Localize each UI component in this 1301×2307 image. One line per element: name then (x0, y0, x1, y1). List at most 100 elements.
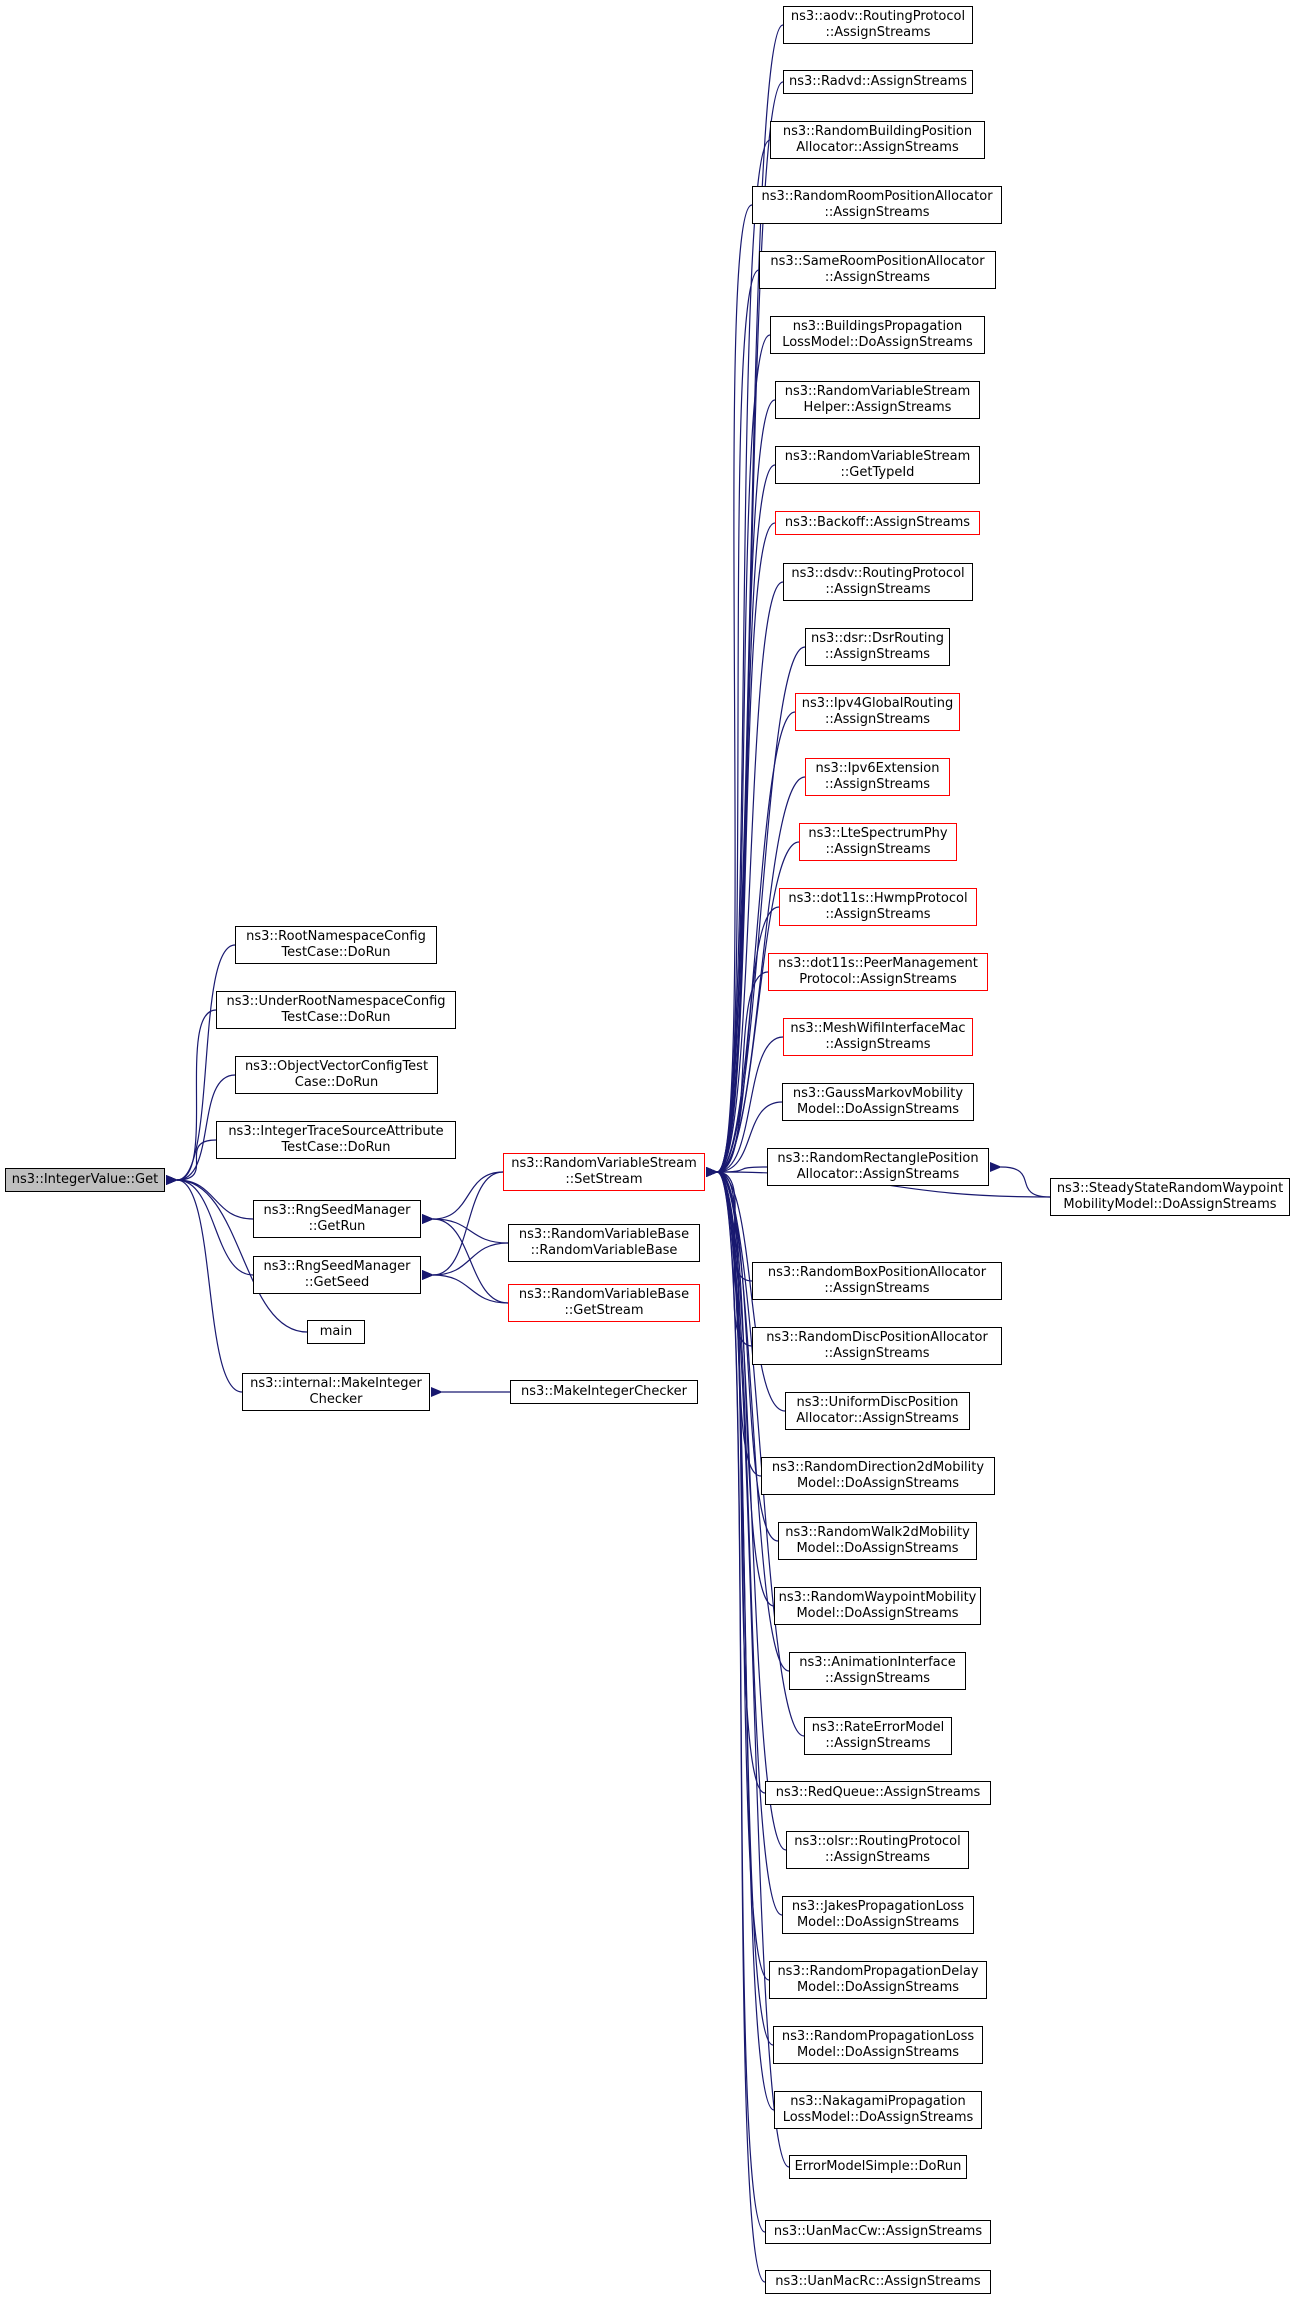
uniform-disc-position-allocator-assign-streams[interactable]: ns3::UniformDiscPosition Allocator::Assi… (785, 1392, 970, 1430)
edge-ipv4-global-routing-assign-streams-to-random-variable-stream-set-stream (705, 711, 796, 1178)
root-namespace-config-test-case-do-run[interactable]: ns3::RootNamespaceConfig TestCase::DoRun (235, 926, 437, 964)
node-label: ns3::RandomWaypointMobility Model::DoAss… (778, 1590, 977, 1621)
edge-jakes-propagation-loss-model-do-assign-streams-to-random-variable-stream-set-stream (705, 1166, 783, 1916)
node-label: ns3::AnimationInterface ::AssignStreams (799, 1655, 956, 1686)
node-label: main (319, 1324, 353, 1339)
dsdv-routing-protocol-assign-streams[interactable]: ns3::dsdv::RoutingProtocol ::AssignStrea… (783, 563, 973, 601)
ipv6-extension-assign-streams[interactable]: ns3::Ipv6Extension ::AssignStreams (805, 758, 950, 796)
random-variable-stream-helper-assign-streams[interactable]: ns3::RandomVariableStream Helper::Assign… (775, 381, 980, 419)
node-label: ns3::dsr::DsrRouting ::AssignStreams (811, 631, 944, 662)
radvd-assign-streams[interactable]: ns3::Radvd::AssignStreams (783, 70, 973, 94)
random-building-position-allocator-assign-streams[interactable]: ns3::RandomBuildingPosition Allocator::A… (770, 121, 985, 159)
node-label: ns3::dsdv::RoutingProtocol ::AssignStrea… (791, 566, 965, 597)
internal-make-integer-checker[interactable]: ns3::internal::MakeInteger Checker (242, 1373, 430, 1411)
node-label: ns3::RandomDirection2dMobility Model::Do… (771, 1460, 985, 1491)
node-label: ns3::RedQueue::AssignStreams (775, 1785, 981, 1800)
olsr-routing-protocol-assign-streams[interactable]: ns3::olsr::RoutingProtocol ::AssignStrea… (786, 1831, 969, 1869)
animation-interface-assign-streams[interactable]: ns3::AnimationInterface ::AssignStreams (789, 1652, 966, 1690)
node-label: ns3::RandomVariableStream ::GetTypeId (784, 449, 971, 480)
dot11s-peer-management-protocol-assign-streams[interactable]: ns3::dot11s::PeerManagement Protocol::As… (768, 953, 988, 991)
uan-mac-cw-assign-streams[interactable]: ns3::UanMacCw::AssignStreams (765, 2220, 991, 2244)
edge-main-to-integer-value-get (165, 1174, 308, 1333)
integer-trace-source-attribute-test-case-do-run[interactable]: ns3::IntegerTraceSourceAttribute TestCas… (216, 1121, 456, 1159)
object-vector-config-test-case-do-run[interactable]: ns3::ObjectVectorConfigTest Case::DoRun (235, 1056, 438, 1094)
rate-error-model-assign-streams[interactable]: ns3::RateErrorModel ::AssignStreams (804, 1717, 952, 1755)
node-label: ns3::aodv::RoutingProtocol ::AssignStrea… (790, 9, 966, 40)
node-label: ns3::SameRoomPositionAllocator ::AssignS… (770, 254, 985, 285)
mesh-wifi-interface-mac-assign-streams[interactable]: ns3::MeshWifiInterfaceMac ::AssignStream… (783, 1018, 973, 1056)
dsr-dsr-routing-assign-streams[interactable]: ns3::dsr::DsrRouting ::AssignStreams (805, 628, 950, 666)
rng-seed-manager-get-run[interactable]: ns3::RngSeedManager ::GetRun (253, 1200, 421, 1238)
node-label: ns3::internal::MakeInteger Checker (250, 1376, 422, 1407)
node-label: ns3::RandomBoxPositionAllocator ::Assign… (767, 1265, 987, 1296)
node-label: ns3::RandomDiscPositionAllocator ::Assig… (766, 1330, 988, 1361)
node-label: ns3::RngSeedManager ::GetRun (263, 1203, 411, 1234)
edge-random-variable-base-random-variable-base-to-rng-seed-manager-get-run (421, 1213, 509, 1244)
under-root-namespace-config-test-case-do-run[interactable]: ns3::UnderRootNamespaceConfig TestCase::… (216, 991, 456, 1029)
node-label: ns3::UanMacRc::AssignStreams (775, 2274, 981, 2289)
edge-steady-state-random-waypoint-mobility-model-do-assign-streams-to-random-rectangle-position-allocator-assign-streams (989, 1161, 1051, 1198)
random-variable-base-random-variable-base[interactable]: ns3::RandomVariableBase ::RandomVariable… (508, 1224, 700, 1262)
error-model-simple-do-run[interactable]: ErrorModelSimple::DoRun (789, 2155, 967, 2179)
make-integer-checker[interactable]: ns3::MakeIntegerChecker (510, 1380, 698, 1404)
node-label: ns3::RateErrorModel ::AssignStreams (811, 1720, 945, 1751)
random-variable-base-get-stream[interactable]: ns3::RandomVariableBase ::GetStream (508, 1284, 700, 1322)
node-label: ns3::RandomVariableStream ::SetStream (511, 1156, 697, 1187)
edge-layer (165, 24, 1051, 2283)
edge-random-variable-stream-set-stream-to-rng-seed-manager-get-run (421, 1171, 504, 1225)
random-walk-2d-mobility-model-do-assign-streams[interactable]: ns3::RandomWalk2dMobility Model::DoAssig… (778, 1522, 977, 1560)
nakagami-propagation-loss-model-do-assign-streams[interactable]: ns3::NakagamiPropagation LossModel::DoAs… (774, 2091, 982, 2129)
edge-olsr-routing-protocol-assign-streams-to-random-variable-stream-set-stream (705, 1166, 787, 1851)
node-label: ns3::LteSpectrumPhy ::AssignStreams (808, 826, 948, 857)
edge-random-variable-stream-set-stream-to-rng-seed-manager-get-seed (421, 1171, 504, 1281)
edge-rng-seed-manager-get-seed-to-integer-value-get (165, 1174, 254, 1276)
node-label: ns3::dot11s::PeerManagement Protocol::As… (778, 956, 978, 987)
rng-seed-manager-get-seed[interactable]: ns3::RngSeedManager ::GetSeed (253, 1256, 421, 1294)
node-label: ns3::RandomRectanglePosition Allocator::… (777, 1151, 979, 1182)
edge-animation-interface-assign-streams-to-random-variable-stream-set-stream (705, 1166, 790, 1672)
red-queue-assign-streams[interactable]: ns3::RedQueue::AssignStreams (765, 1781, 991, 1805)
edge-internal-make-integer-checker-to-integer-value-get (165, 1174, 243, 1393)
same-room-position-allocator-assign-streams[interactable]: ns3::SameRoomPositionAllocator ::AssignS… (759, 251, 996, 289)
random-propagation-delay-model-do-assign-streams[interactable]: ns3::RandomPropagationDelay Model::DoAss… (769, 1961, 987, 1999)
gauss-markov-mobility-model-do-assign-streams[interactable]: ns3::GaussMarkovMobility Model::DoAssign… (782, 1083, 974, 1121)
steady-state-random-waypoint-mobility-model-do-assign-streams[interactable]: ns3::SteadyStateRandomWaypoint MobilityM… (1050, 1178, 1290, 1216)
random-rectangle-position-allocator-assign-streams[interactable]: ns3::RandomRectanglePosition Allocator::… (767, 1148, 989, 1186)
node-label: ns3::NakagamiPropagation LossModel::DoAs… (782, 2094, 974, 2125)
random-direction-2d-mobility-model-do-assign-streams[interactable]: ns3::RandomDirection2dMobility Model::Do… (761, 1457, 995, 1495)
node-label: ns3::UanMacCw::AssignStreams (773, 2224, 983, 2239)
backoff-assign-streams[interactable]: ns3::Backoff::AssignStreams (775, 511, 980, 535)
random-propagation-loss-model-do-assign-streams[interactable]: ns3::RandomPropagationLoss Model::DoAssi… (773, 2026, 983, 2064)
lte-spectrum-phy-assign-streams[interactable]: ns3::LteSpectrumPhy ::AssignStreams (799, 823, 957, 861)
ipv4-global-routing-assign-streams[interactable]: ns3::Ipv4GlobalRouting ::AssignStreams (795, 693, 960, 731)
uan-mac-rc-assign-streams[interactable]: ns3::UanMacRc::AssignStreams (765, 2270, 991, 2294)
dot11s-hwmp-protocol-assign-streams[interactable]: ns3::dot11s::HwmpProtocol ::AssignStream… (779, 888, 977, 926)
node-label: ns3::RandomVariableBase ::RandomVariable… (518, 1227, 690, 1258)
node-label: ns3::dot11s::HwmpProtocol ::AssignStream… (788, 891, 968, 922)
aodv-routing-protocol-assign-streams[interactable]: ns3::aodv::RoutingProtocol ::AssignStrea… (783, 6, 973, 44)
main[interactable]: main (307, 1320, 365, 1344)
random-variable-stream-get-type-id[interactable]: ns3::RandomVariableStream ::GetTypeId (775, 446, 980, 484)
random-disc-position-allocator-assign-streams[interactable]: ns3::RandomDiscPositionAllocator ::Assig… (752, 1327, 1002, 1365)
node-label: ns3::RandomRoomPositionAllocator ::Assig… (761, 189, 993, 220)
node-label: ns3::BuildingsPropagation LossModel::DoA… (782, 319, 973, 350)
node-label: ns3::Ipv6Extension ::AssignStreams (815, 761, 940, 792)
buildings-propagation-loss-model-do-assign-streams[interactable]: ns3::BuildingsPropagation LossModel::DoA… (770, 316, 985, 354)
node-label: ns3::IntegerTraceSourceAttribute TestCas… (228, 1124, 444, 1155)
edge-same-room-position-allocator-assign-streams-to-random-variable-stream-set-stream (705, 269, 760, 1178)
random-box-position-allocator-assign-streams[interactable]: ns3::RandomBoxPositionAllocator ::Assign… (752, 1262, 1002, 1300)
node-label: ErrorModelSimple::DoRun (794, 2159, 962, 2174)
random-variable-stream-set-stream[interactable]: ns3::RandomVariableStream ::SetStream (503, 1153, 705, 1191)
node-label: ns3::UniformDiscPosition Allocator::Assi… (796, 1395, 959, 1426)
edge-under-root-namespace-config-test-case-do-run-to-integer-value-get (165, 1009, 217, 1186)
jakes-propagation-loss-model-do-assign-streams[interactable]: ns3::JakesPropagationLoss Model::DoAssig… (782, 1896, 974, 1934)
edge-random-variable-base-get-stream-to-rng-seed-manager-get-seed (421, 1269, 509, 1304)
node-label: ns3::JakesPropagationLoss Model::DoAssig… (791, 1899, 965, 1930)
node-label: ns3::RandomPropagationDelay Model::DoAss… (777, 1964, 979, 1995)
random-waypoint-mobility-model-do-assign-streams[interactable]: ns3::RandomWaypointMobility Model::DoAss… (774, 1587, 981, 1625)
random-room-position-allocator-assign-streams[interactable]: ns3::RandomRoomPositionAllocator ::Assig… (752, 186, 1002, 224)
node-label: ns3::RandomVariableBase ::GetStream (518, 1287, 690, 1318)
edge-mesh-wifi-interface-mac-assign-streams-to-random-variable-stream-set-stream (705, 1036, 784, 1178)
node-label: ns3::olsr::RoutingProtocol ::AssignStrea… (794, 1834, 961, 1865)
